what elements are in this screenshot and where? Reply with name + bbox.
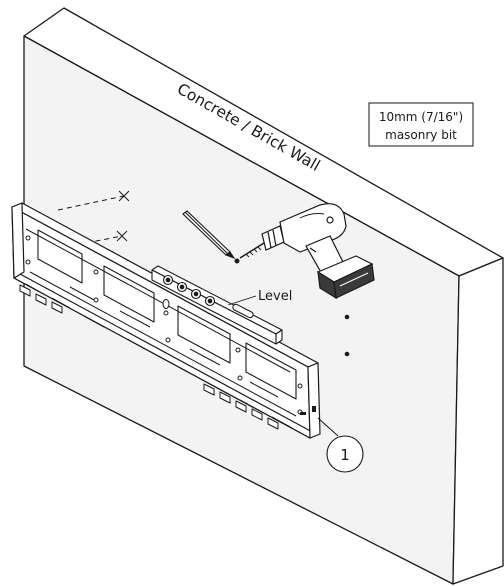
bit-label-box: 10mm (7/16") masonry bit: [368, 102, 474, 147]
level-label: Level: [258, 289, 292, 304]
step-callout: 1: [317, 417, 364, 473]
bit-type-label: masonry bit: [385, 128, 457, 142]
drill-icon: [239, 203, 375, 300]
pencil-icon: [182, 210, 236, 260]
bit-size-label: 10mm (7/16"): [379, 110, 463, 124]
level-icon: [151, 265, 283, 345]
step-number: 1: [340, 446, 350, 464]
wall-side-face: [452, 257, 504, 585]
